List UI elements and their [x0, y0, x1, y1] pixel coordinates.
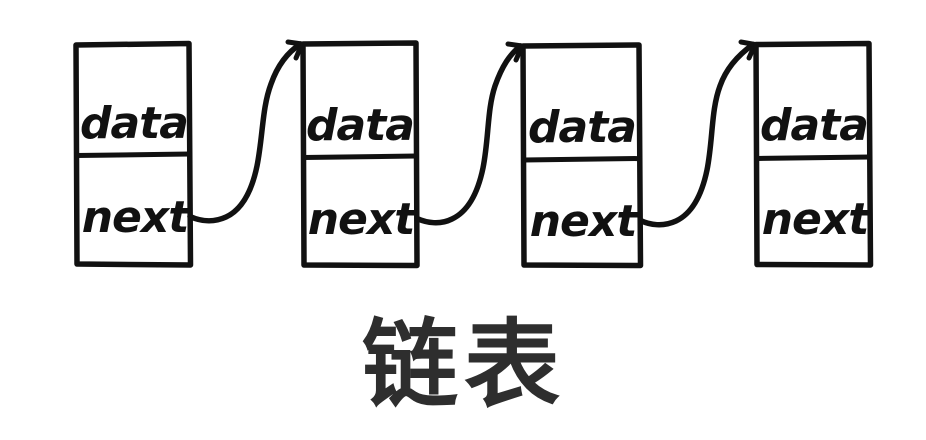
node-data-label: data — [760, 100, 868, 151]
figure-caption: 链表 — [362, 309, 566, 421]
list-node: data next — [753, 40, 874, 268]
node-next-label: next — [530, 196, 640, 247]
node-divider — [521, 156, 643, 163]
pointer-curve — [187, 41, 304, 224]
node-outline — [753, 40, 874, 268]
list-node: data next — [520, 42, 644, 269]
next-pointer-link — [637, 39, 758, 228]
node-divider — [74, 151, 193, 158]
next-pointer-link — [414, 41, 525, 226]
node-next-label: next — [762, 194, 872, 245]
node-divider — [301, 153, 419, 160]
node-next-label: next — [82, 192, 192, 243]
list-node: data next — [73, 40, 194, 268]
node-data-label: data — [80, 98, 188, 149]
node-data-label: data — [306, 100, 414, 151]
node-divider — [754, 154, 873, 161]
node-outline — [520, 42, 644, 269]
pointer-curve — [637, 41, 756, 228]
next-pointer-link — [187, 39, 305, 224]
node-data-label: data — [528, 102, 636, 153]
node-outline — [300, 40, 420, 269]
pointer-curve — [414, 43, 524, 226]
list-node: data next — [300, 40, 420, 269]
node-next-label: next — [308, 194, 418, 245]
node-outline — [73, 40, 194, 268]
